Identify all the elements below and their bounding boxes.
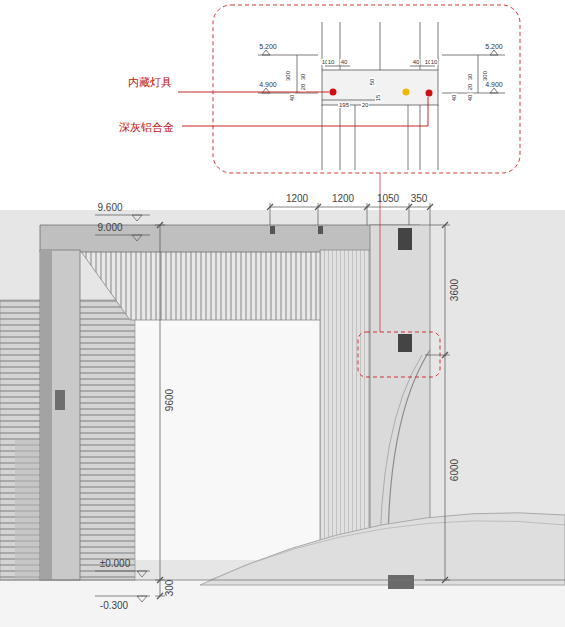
dimension-text: 30 [467, 73, 473, 82]
dimension-text: 1200 [332, 194, 354, 204]
dimension-text: 4.900 [484, 81, 504, 88]
callout-label: 内藏灯具 [128, 77, 172, 88]
dimension-text: 4.900 [258, 81, 278, 88]
dimension-text: 1050 [377, 194, 399, 204]
dimension-text: 10 [327, 59, 336, 65]
dimension-text: 5.200 [484, 43, 504, 50]
dimension-text: 50 [369, 78, 375, 87]
dimension-text: 40 [451, 94, 457, 103]
dimension-text: 20 [361, 102, 370, 108]
dimension-text: 1200 [286, 194, 308, 204]
dimension-text: 195 [338, 102, 350, 108]
dimension-text: 40 [289, 94, 295, 103]
dimension-text: 300 [165, 580, 175, 597]
dimension-text: 9.600 [97, 203, 122, 213]
dimension-text: 40 [412, 59, 421, 65]
dimension-text: 20 [467, 83, 473, 92]
dimension-text: 350 [411, 194, 428, 204]
dimension-text: 300 [285, 70, 291, 82]
dimension-text: 9.000 [97, 223, 122, 233]
dimension-text: 40 [340, 59, 349, 65]
dimension-text: 15 [375, 94, 381, 103]
dimension-text: 6000 [450, 459, 460, 481]
dimension-text: ±0.000 [100, 559, 131, 569]
dimension-text: 30 [300, 73, 306, 82]
dimension-text: 20 [300, 83, 306, 92]
dimension-text: -0.300 [100, 601, 128, 611]
dimension-text: 3600 [450, 279, 460, 301]
dimension-text: 9600 [165, 389, 175, 411]
callout-label: 深灰铝合金 [119, 122, 174, 133]
dimension-text: 5.200 [258, 43, 278, 50]
dimension-text: 10 [430, 59, 439, 65]
dimension-text: 40 [467, 94, 473, 103]
